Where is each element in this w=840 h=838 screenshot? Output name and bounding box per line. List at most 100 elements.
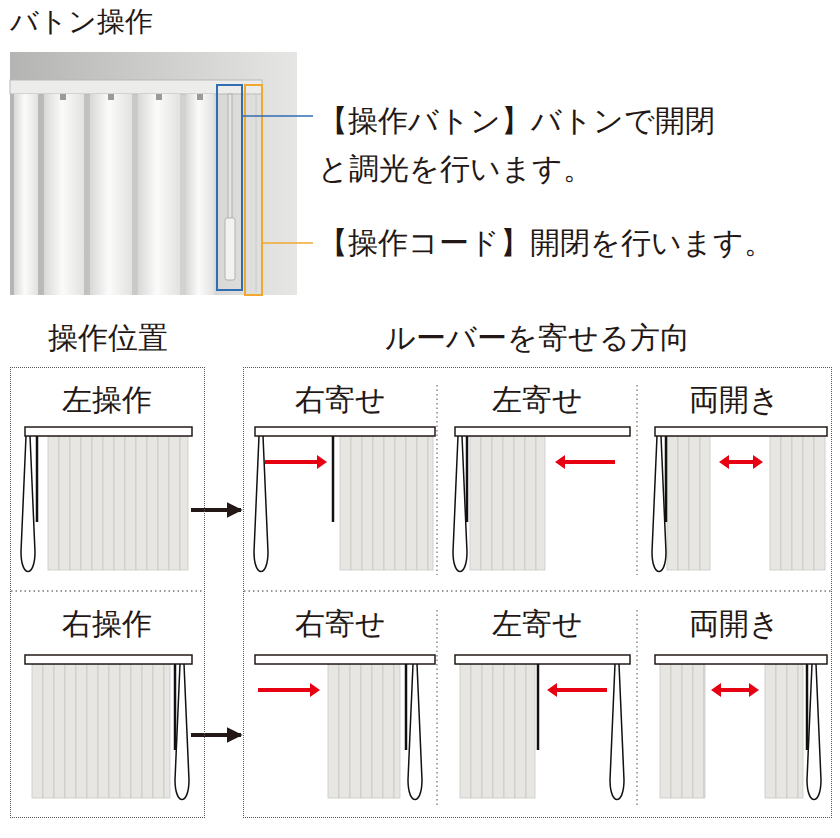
baton (174, 664, 177, 750)
title: バトン操作 (10, 2, 153, 42)
leader-line (262, 242, 313, 244)
direction-arrow (258, 688, 312, 692)
option-cell: 右寄せ (244, 368, 437, 590)
cell-label: 両開き (638, 380, 830, 420)
operating-cord (255, 94, 257, 292)
head-rail (255, 655, 435, 664)
louver (704, 664, 705, 798)
louver (180, 436, 188, 570)
louver (43, 664, 54, 798)
divider (244, 590, 831, 591)
group-box: 操作位置左操作右操作 (10, 367, 205, 818)
louver (460, 664, 471, 798)
cord-loop (408, 664, 422, 800)
direction-arrow (555, 688, 607, 692)
louver (765, 664, 776, 798)
callout-text: 【操作コード】開閉を行います。 (318, 219, 833, 267)
louver (689, 436, 700, 570)
louver (504, 664, 515, 798)
louver (798, 664, 803, 798)
louver (481, 436, 492, 570)
head-rail (655, 427, 827, 436)
louver (147, 436, 158, 570)
louver (470, 436, 481, 570)
louver (803, 436, 814, 570)
louver (492, 436, 503, 570)
head-rail (25, 427, 192, 436)
louver (351, 436, 362, 570)
head-rail (655, 655, 827, 664)
head-rail (255, 427, 435, 436)
cord-loop (453, 436, 467, 572)
louver (394, 664, 400, 798)
louver (700, 436, 710, 570)
cell-label: 左寄せ (438, 604, 637, 644)
baton (405, 664, 408, 750)
head-rail (455, 427, 630, 436)
cell-label: 右寄せ (244, 604, 437, 644)
cell-label: 両開き (638, 604, 830, 644)
louver (328, 664, 339, 798)
baton (36, 436, 39, 522)
louver (158, 436, 169, 570)
group-box: ルーバーを寄せる方向右寄せ左寄せ両開き右寄せ左寄せ両開き (243, 367, 832, 818)
louver (14, 94, 38, 295)
louver (339, 664, 350, 798)
louver (471, 664, 482, 798)
leader-line (242, 115, 313, 117)
louver (90, 94, 132, 295)
louver (136, 436, 147, 570)
direction-arrow (727, 460, 755, 464)
louver (515, 664, 526, 798)
louver (350, 664, 361, 798)
cell-label: 左寄せ (438, 380, 637, 420)
cell-label: 右寄せ (244, 380, 437, 420)
louver (142, 664, 153, 798)
baton (537, 664, 540, 750)
baton (665, 436, 668, 522)
cell-label: 左操作 (11, 380, 203, 420)
louver (781, 436, 792, 570)
louver (186, 94, 214, 295)
cell-label: 右操作 (11, 604, 203, 644)
louver (814, 436, 825, 570)
flow-arrow (191, 508, 241, 512)
baton (466, 436, 469, 522)
divider (436, 610, 437, 805)
louver (169, 436, 180, 570)
arrow-head (555, 455, 565, 469)
baton-handle (225, 218, 235, 280)
baton (332, 436, 335, 522)
cord-loop (610, 664, 624, 800)
head-rail (25, 655, 192, 664)
louver (70, 436, 81, 570)
louver (693, 664, 704, 798)
divider (11, 590, 204, 591)
blind-icon (652, 427, 827, 572)
option-cell: 両開き (638, 368, 830, 590)
divider (436, 385, 437, 575)
louver-hanger (156, 94, 162, 100)
blind-icon (25, 655, 192, 800)
cord-loop (21, 436, 35, 572)
blind-icon (255, 655, 435, 800)
louver (54, 664, 65, 798)
louver (76, 664, 87, 798)
louver (770, 436, 781, 570)
louver-hanger (108, 94, 114, 100)
baton-rod (228, 94, 232, 219)
divider (636, 610, 637, 805)
louver (678, 436, 689, 570)
louver (787, 664, 798, 798)
option-cell: 右寄せ (244, 592, 437, 816)
louver (482, 664, 493, 798)
direction-arrow (265, 460, 319, 464)
option-cell: 左操作 (11, 368, 203, 590)
louver (514, 436, 525, 570)
louver (131, 664, 142, 798)
baton (806, 664, 809, 750)
louver (340, 436, 351, 570)
louver (103, 436, 114, 570)
option-cell: 左寄せ (438, 368, 637, 590)
direction-arrow (719, 688, 751, 692)
